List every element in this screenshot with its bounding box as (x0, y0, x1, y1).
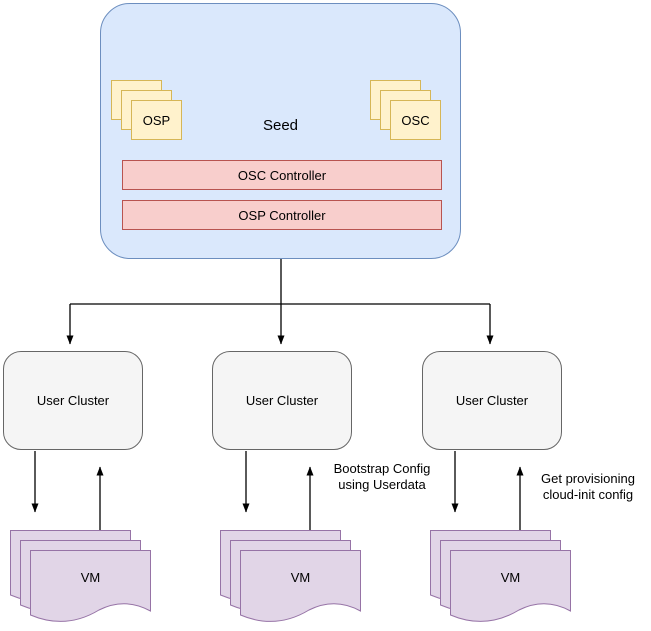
edge-label-bootstrap-config: Bootstrap Config using Userdata (333, 461, 431, 492)
osp-controller-bar: OSP Controller (122, 200, 442, 230)
vm-stack-3-label: VM (500, 570, 521, 585)
edge-label-get-provisioning: Get provisioning cloud-init config (541, 471, 635, 502)
vm-stack-2-doc-front (240, 550, 361, 622)
osc-label: OSC (401, 112, 430, 128)
user-cluster-3-label: User Cluster (455, 393, 529, 408)
user-cluster-2: User Cluster (212, 351, 352, 450)
user-cluster-1: User Cluster (3, 351, 143, 450)
user-cluster-1-label: User Cluster (36, 393, 110, 408)
user-cluster-2-label: User Cluster (245, 393, 319, 408)
vm-stack-3-doc-front (450, 550, 571, 622)
osc-controller-label: OSC Controller (237, 167, 327, 183)
vm-stack-1-doc-front (30, 550, 151, 622)
vm-stack-1-label: VM (80, 570, 101, 585)
vm-stack-2-label: VM (290, 570, 311, 585)
osp-stack-front: OSP (131, 100, 182, 140)
seed-title: Seed (262, 117, 299, 134)
osc-controller-bar: OSC Controller (122, 160, 442, 190)
osp-label: OSP (142, 112, 171, 128)
osc-stack-front: OSC (390, 100, 441, 140)
osp-controller-label: OSP Controller (238, 207, 326, 223)
user-cluster-3: User Cluster (422, 351, 562, 450)
